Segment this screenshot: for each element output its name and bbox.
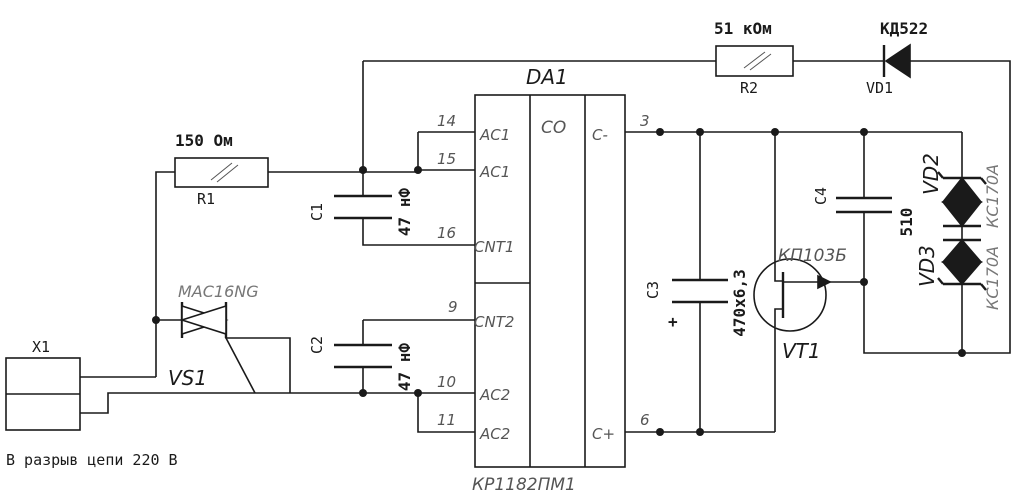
vd3-part: КС170А xyxy=(983,246,1002,310)
capacitor-c2: C2 47 нФ xyxy=(308,336,414,391)
c2-designator: C2 xyxy=(308,336,326,354)
pin-10-name: AC2 xyxy=(479,386,510,404)
pin-16-number: 16 xyxy=(437,224,456,242)
zener-vd3: VD3 КС170А xyxy=(915,238,1002,310)
diode-vd1: КД522 VD1 xyxy=(864,19,928,97)
capacitor-c4: C4 510 xyxy=(812,187,916,236)
c3-polarity: + xyxy=(668,312,678,331)
zener-vd2: VD2 КС170А xyxy=(919,153,1002,228)
pin-16-name: CNT1 xyxy=(474,238,514,256)
vd1-designator: VD1 xyxy=(866,79,893,97)
pin-10-number: 10 xyxy=(437,373,456,391)
pin-6-number: 6 xyxy=(640,411,650,429)
capacitor-c1: C1 47 нФ xyxy=(308,188,414,237)
pin-14-name: AC1 xyxy=(479,126,510,144)
c2-value: 47 нФ xyxy=(395,343,414,392)
pin-15-number: 15 xyxy=(437,150,456,168)
chip-block-label: СО xyxy=(541,118,566,138)
vd2-designator: VD2 xyxy=(919,153,943,195)
c1-value: 47 нФ xyxy=(395,188,414,237)
pin-9-number: 9 xyxy=(448,298,458,316)
r2-designator: R2 xyxy=(740,79,758,97)
vd1-part: КД522 xyxy=(880,19,928,38)
vd2-part: КС170А xyxy=(983,164,1002,228)
triac-vs1: MAC16NG VS1 xyxy=(168,282,259,394)
chip-da1: DA1 КР1182ПМ1 СО 14 AC1 15 AC1 16 CNT1 9… xyxy=(437,65,650,495)
r2-value: 51 кОм xyxy=(714,19,772,38)
vs1-designator: VS1 xyxy=(168,366,207,390)
c3-designator: C3 xyxy=(644,281,662,299)
c4-designator: C4 xyxy=(812,187,830,205)
c1-designator: C1 xyxy=(308,203,326,221)
x1-designator: X1 xyxy=(32,338,50,356)
vt1-part: КП103Б xyxy=(778,246,847,266)
capacitor-c3: + C3 470x6,3 xyxy=(644,269,749,336)
pin-15-name: AC1 xyxy=(479,163,510,181)
c3-value: 470x6,3 xyxy=(730,269,749,336)
r1-designator: R1 xyxy=(197,190,215,208)
wires xyxy=(80,60,1011,433)
connector-x1: X1 xyxy=(5,338,81,431)
pin-6-name: C+ xyxy=(592,425,615,443)
pin-9-name: CNT2 xyxy=(474,313,514,331)
vs1-part: MAC16NG xyxy=(178,282,259,301)
resistor-r1: 150 Ом R1 xyxy=(174,131,269,208)
pin-11-number: 11 xyxy=(437,411,456,429)
vd3-designator: VD3 xyxy=(915,245,939,287)
junction-dots xyxy=(152,128,966,436)
pin-3-name: C- xyxy=(592,126,608,144)
vt1-designator: VT1 xyxy=(782,339,821,363)
chip-part-number: КР1182ПМ1 xyxy=(472,475,576,495)
pin-14-number: 14 xyxy=(437,112,456,130)
chip-designator: DA1 xyxy=(526,65,568,89)
resistor-r2: 51 кОм R2 xyxy=(714,19,794,97)
c4-value: 510 xyxy=(897,208,916,237)
caption: В разрыв цепи 220 В xyxy=(6,451,178,469)
transistor-vt1: КП103Б VT1 xyxy=(753,246,847,363)
r1-value: 150 Ом xyxy=(175,131,233,150)
pin-3-number: 3 xyxy=(640,112,650,130)
pin-11-name: AC2 xyxy=(479,425,510,443)
